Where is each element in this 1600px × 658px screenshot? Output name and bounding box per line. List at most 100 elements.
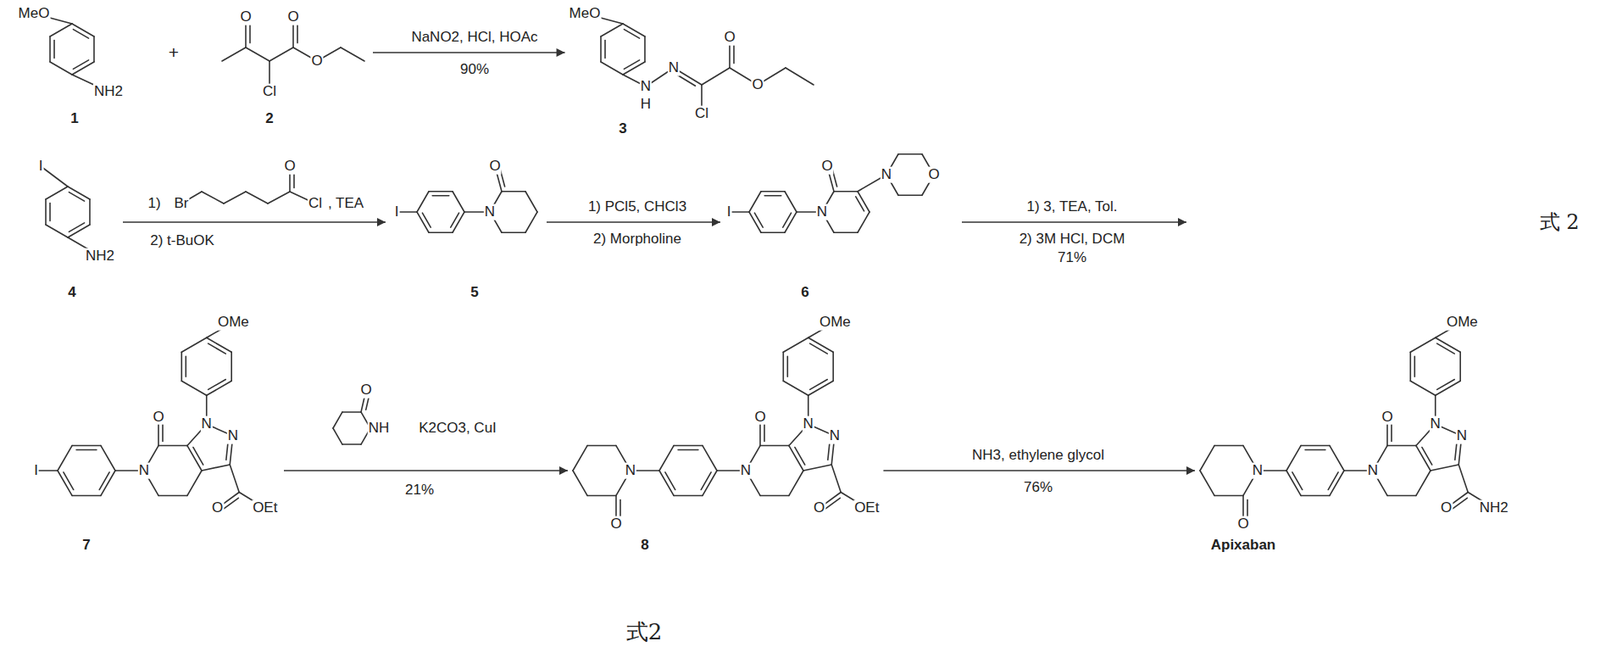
bond-line bbox=[93, 36, 95, 62]
bond-line bbox=[422, 212, 431, 228]
bond-line bbox=[158, 494, 188, 497]
bond-line bbox=[1458, 464, 1468, 493]
bond-line bbox=[72, 60, 89, 70]
bond-line bbox=[208, 343, 227, 354]
bond-line bbox=[600, 61, 623, 75]
bond-line bbox=[783, 380, 808, 395]
bond-line bbox=[587, 444, 617, 447]
bond-line bbox=[333, 427, 343, 445]
bond-line bbox=[245, 191, 268, 204]
scheme-label: NH bbox=[367, 420, 391, 437]
atom-label: NH2 bbox=[1478, 500, 1510, 517]
atom-label: O bbox=[927, 166, 940, 184]
compound: ONONOMeNNONH2Apixaban bbox=[1194, 311, 1513, 557]
bond-line bbox=[40, 166, 68, 187]
bond-line bbox=[898, 153, 923, 156]
bond-line bbox=[1327, 472, 1339, 490]
scheme-label: K2CO3, CuI bbox=[417, 420, 498, 437]
bond-line bbox=[1416, 470, 1431, 495]
scheme-label: O bbox=[283, 158, 296, 175]
atom-label: I bbox=[726, 204, 733, 221]
bond-line bbox=[675, 73, 695, 86]
bond-line bbox=[333, 411, 343, 428]
bond-line bbox=[623, 60, 639, 70]
bond-line bbox=[76, 449, 97, 451]
bond-line bbox=[644, 36, 646, 62]
bond-line bbox=[525, 211, 538, 233]
compound: ION5 bbox=[385, 155, 547, 305]
atom-label: O bbox=[609, 516, 623, 533]
scheme-label: , TEA bbox=[327, 195, 365, 212]
bond-line bbox=[1387, 444, 1417, 447]
atom-label: NH2 bbox=[84, 248, 116, 265]
atom-label: N bbox=[667, 60, 680, 77]
reaction-arrow bbox=[122, 221, 386, 223]
bond-line bbox=[764, 194, 782, 197]
bond-line bbox=[761, 231, 785, 234]
bond-line bbox=[673, 494, 703, 497]
atom-label: O bbox=[812, 500, 826, 517]
bond-line bbox=[222, 497, 239, 509]
bond-line bbox=[1329, 445, 1345, 471]
compound: INH24 bbox=[21, 152, 123, 304]
atom-label: OMe bbox=[216, 314, 250, 331]
bond-line bbox=[53, 40, 56, 59]
reaction-arrow bbox=[546, 221, 721, 223]
bond-line bbox=[587, 494, 617, 497]
bond-line bbox=[702, 445, 717, 471]
bond-line bbox=[783, 351, 785, 381]
bond-line bbox=[572, 470, 588, 495]
atom-label: O bbox=[1236, 516, 1250, 533]
bond-line bbox=[208, 379, 227, 390]
reaction-arrow bbox=[961, 221, 1187, 223]
atom-label: O bbox=[820, 158, 834, 175]
bond-line bbox=[45, 186, 68, 200]
bond-line bbox=[501, 231, 526, 234]
bond-line bbox=[604, 40, 606, 59]
bond-line bbox=[100, 445, 116, 471]
scheme-label: 76% bbox=[1022, 479, 1054, 496]
bond-line bbox=[783, 337, 808, 352]
bond-line bbox=[230, 351, 233, 381]
atom-label: O bbox=[488, 158, 501, 175]
bond-line bbox=[833, 231, 858, 234]
bond-line bbox=[181, 351, 184, 381]
bond-line bbox=[700, 472, 712, 490]
bond-line bbox=[1414, 355, 1417, 377]
bond-line bbox=[1410, 337, 1435, 352]
bond-line bbox=[788, 470, 804, 495]
atom-label: O bbox=[1380, 408, 1394, 425]
bond-line bbox=[63, 472, 74, 490]
bond-line bbox=[229, 464, 239, 493]
atom-label: N bbox=[483, 204, 496, 221]
compound-number: 6 bbox=[800, 284, 810, 301]
compound: MeOONNOHCl3 bbox=[565, 2, 827, 141]
bond-line bbox=[898, 194, 923, 196]
atom-label: N bbox=[828, 427, 841, 445]
atom-label: N bbox=[880, 166, 893, 184]
bond-line bbox=[673, 444, 703, 447]
bond-line bbox=[665, 472, 676, 490]
bond-line bbox=[181, 380, 206, 395]
atom-label: N bbox=[1251, 462, 1264, 479]
atom-label: N bbox=[227, 427, 239, 445]
bond-line bbox=[1410, 351, 1412, 381]
atom-label: N bbox=[138, 462, 150, 479]
bond-line bbox=[728, 211, 750, 213]
bond-line bbox=[1214, 444, 1244, 447]
bond-line bbox=[50, 61, 73, 75]
bond-line bbox=[1286, 445, 1301, 471]
bond-line bbox=[222, 47, 246, 62]
atom-label: N bbox=[200, 416, 213, 433]
bond-line bbox=[342, 443, 362, 445]
bond-line bbox=[158, 444, 188, 447]
bond-line bbox=[501, 190, 526, 193]
bond-line bbox=[1459, 351, 1462, 381]
scheme-label: O bbox=[359, 382, 373, 399]
bond-line bbox=[99, 472, 110, 490]
compound: MeONH21 bbox=[12, 2, 128, 131]
atom-label: I bbox=[394, 204, 400, 221]
bond-line bbox=[833, 190, 858, 193]
bond-line bbox=[245, 47, 270, 62]
